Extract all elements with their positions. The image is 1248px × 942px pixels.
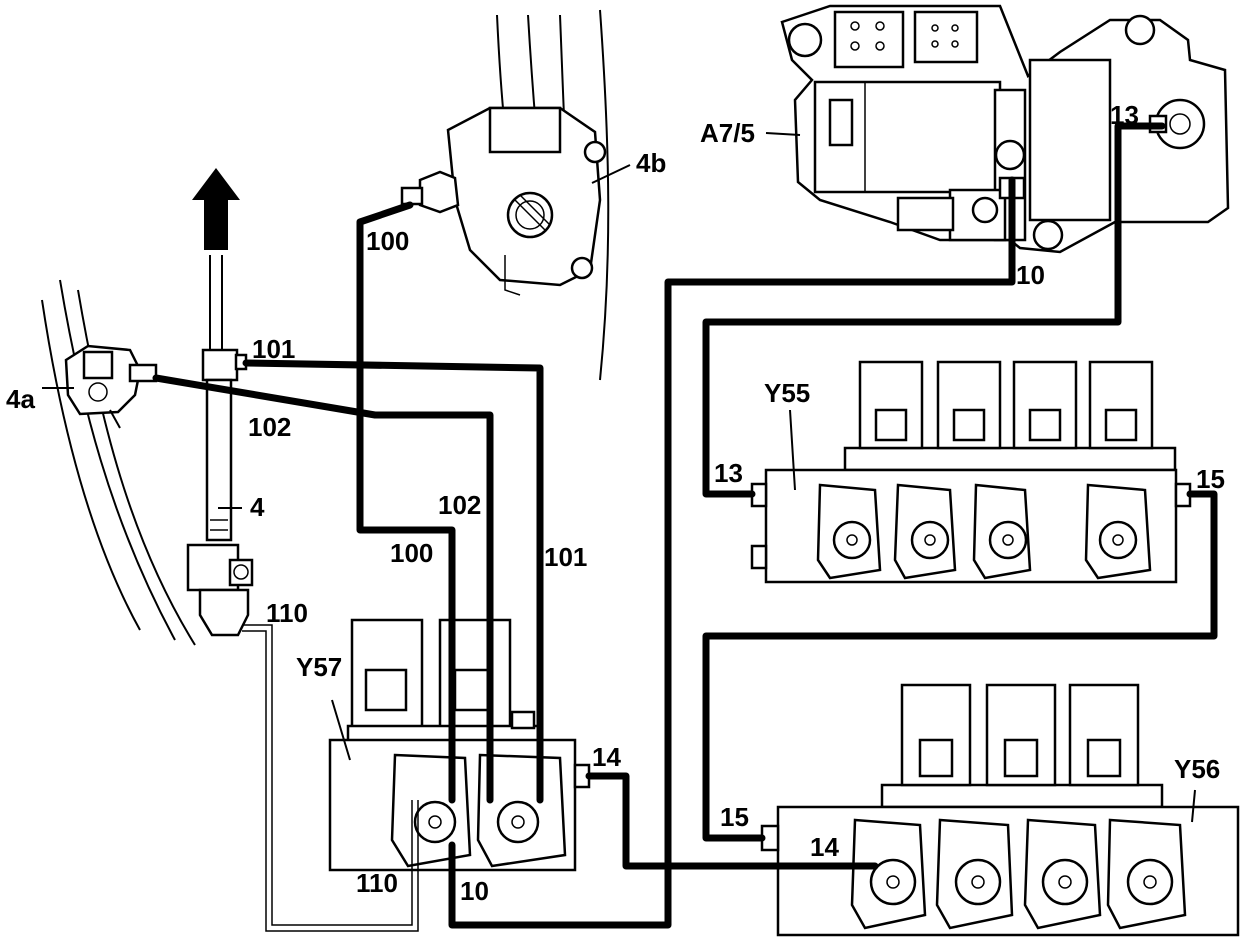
label-10-bot: 10 xyxy=(460,876,489,906)
valve-block-y57 xyxy=(328,618,591,872)
line-10 xyxy=(448,176,1016,929)
label-y56: Y56 xyxy=(1174,754,1220,784)
label-y57: Y57 xyxy=(296,652,342,682)
label-100-mid: 100 xyxy=(390,538,433,568)
valve-4a xyxy=(42,344,158,429)
label-14-y57: 14 xyxy=(592,742,621,772)
arrow-up-icon xyxy=(192,168,240,250)
line-101 xyxy=(242,359,544,804)
line-100 xyxy=(356,201,456,804)
label-102-top: 102 xyxy=(248,412,291,442)
rod-4 xyxy=(186,255,254,637)
line-13 xyxy=(702,122,1166,498)
label-4a: 4a xyxy=(6,384,35,414)
lock-actuator-4b xyxy=(400,106,631,296)
label-110-top: 110 xyxy=(266,598,308,628)
line-110 xyxy=(242,624,419,932)
labels: A7/5 4b 4a 4 Y55 Y56 Y57 100 100 101 101… xyxy=(6,100,1225,906)
label-101-top: 101 xyxy=(252,334,295,364)
line-102 xyxy=(152,374,494,804)
label-15-y55: 15 xyxy=(1196,464,1225,494)
line-15 xyxy=(702,490,1218,842)
label-102-mid: 102 xyxy=(438,490,481,520)
label-13-top: 13 xyxy=(1110,100,1139,130)
pneumatic-lines xyxy=(152,122,1218,929)
valve-block-y55 xyxy=(750,360,1192,584)
label-15-y56: 15 xyxy=(720,802,749,832)
label-13-y55: 13 xyxy=(714,458,743,488)
label-110-bot: 110 xyxy=(356,868,398,898)
label-100-top: 100 xyxy=(366,226,409,256)
label-4: 4 xyxy=(250,492,265,522)
label-10-top: 10 xyxy=(1016,260,1045,290)
label-101-mid: 101 xyxy=(544,542,587,572)
line-14 xyxy=(585,772,879,870)
label-4b: 4b xyxy=(636,148,666,178)
valve-block-y56 xyxy=(760,683,1240,937)
label-14-y56: 14 xyxy=(810,832,839,862)
label-y55: Y55 xyxy=(764,378,810,408)
label-a75: A7/5 xyxy=(700,118,755,148)
body-contour-lines xyxy=(41,9,610,646)
